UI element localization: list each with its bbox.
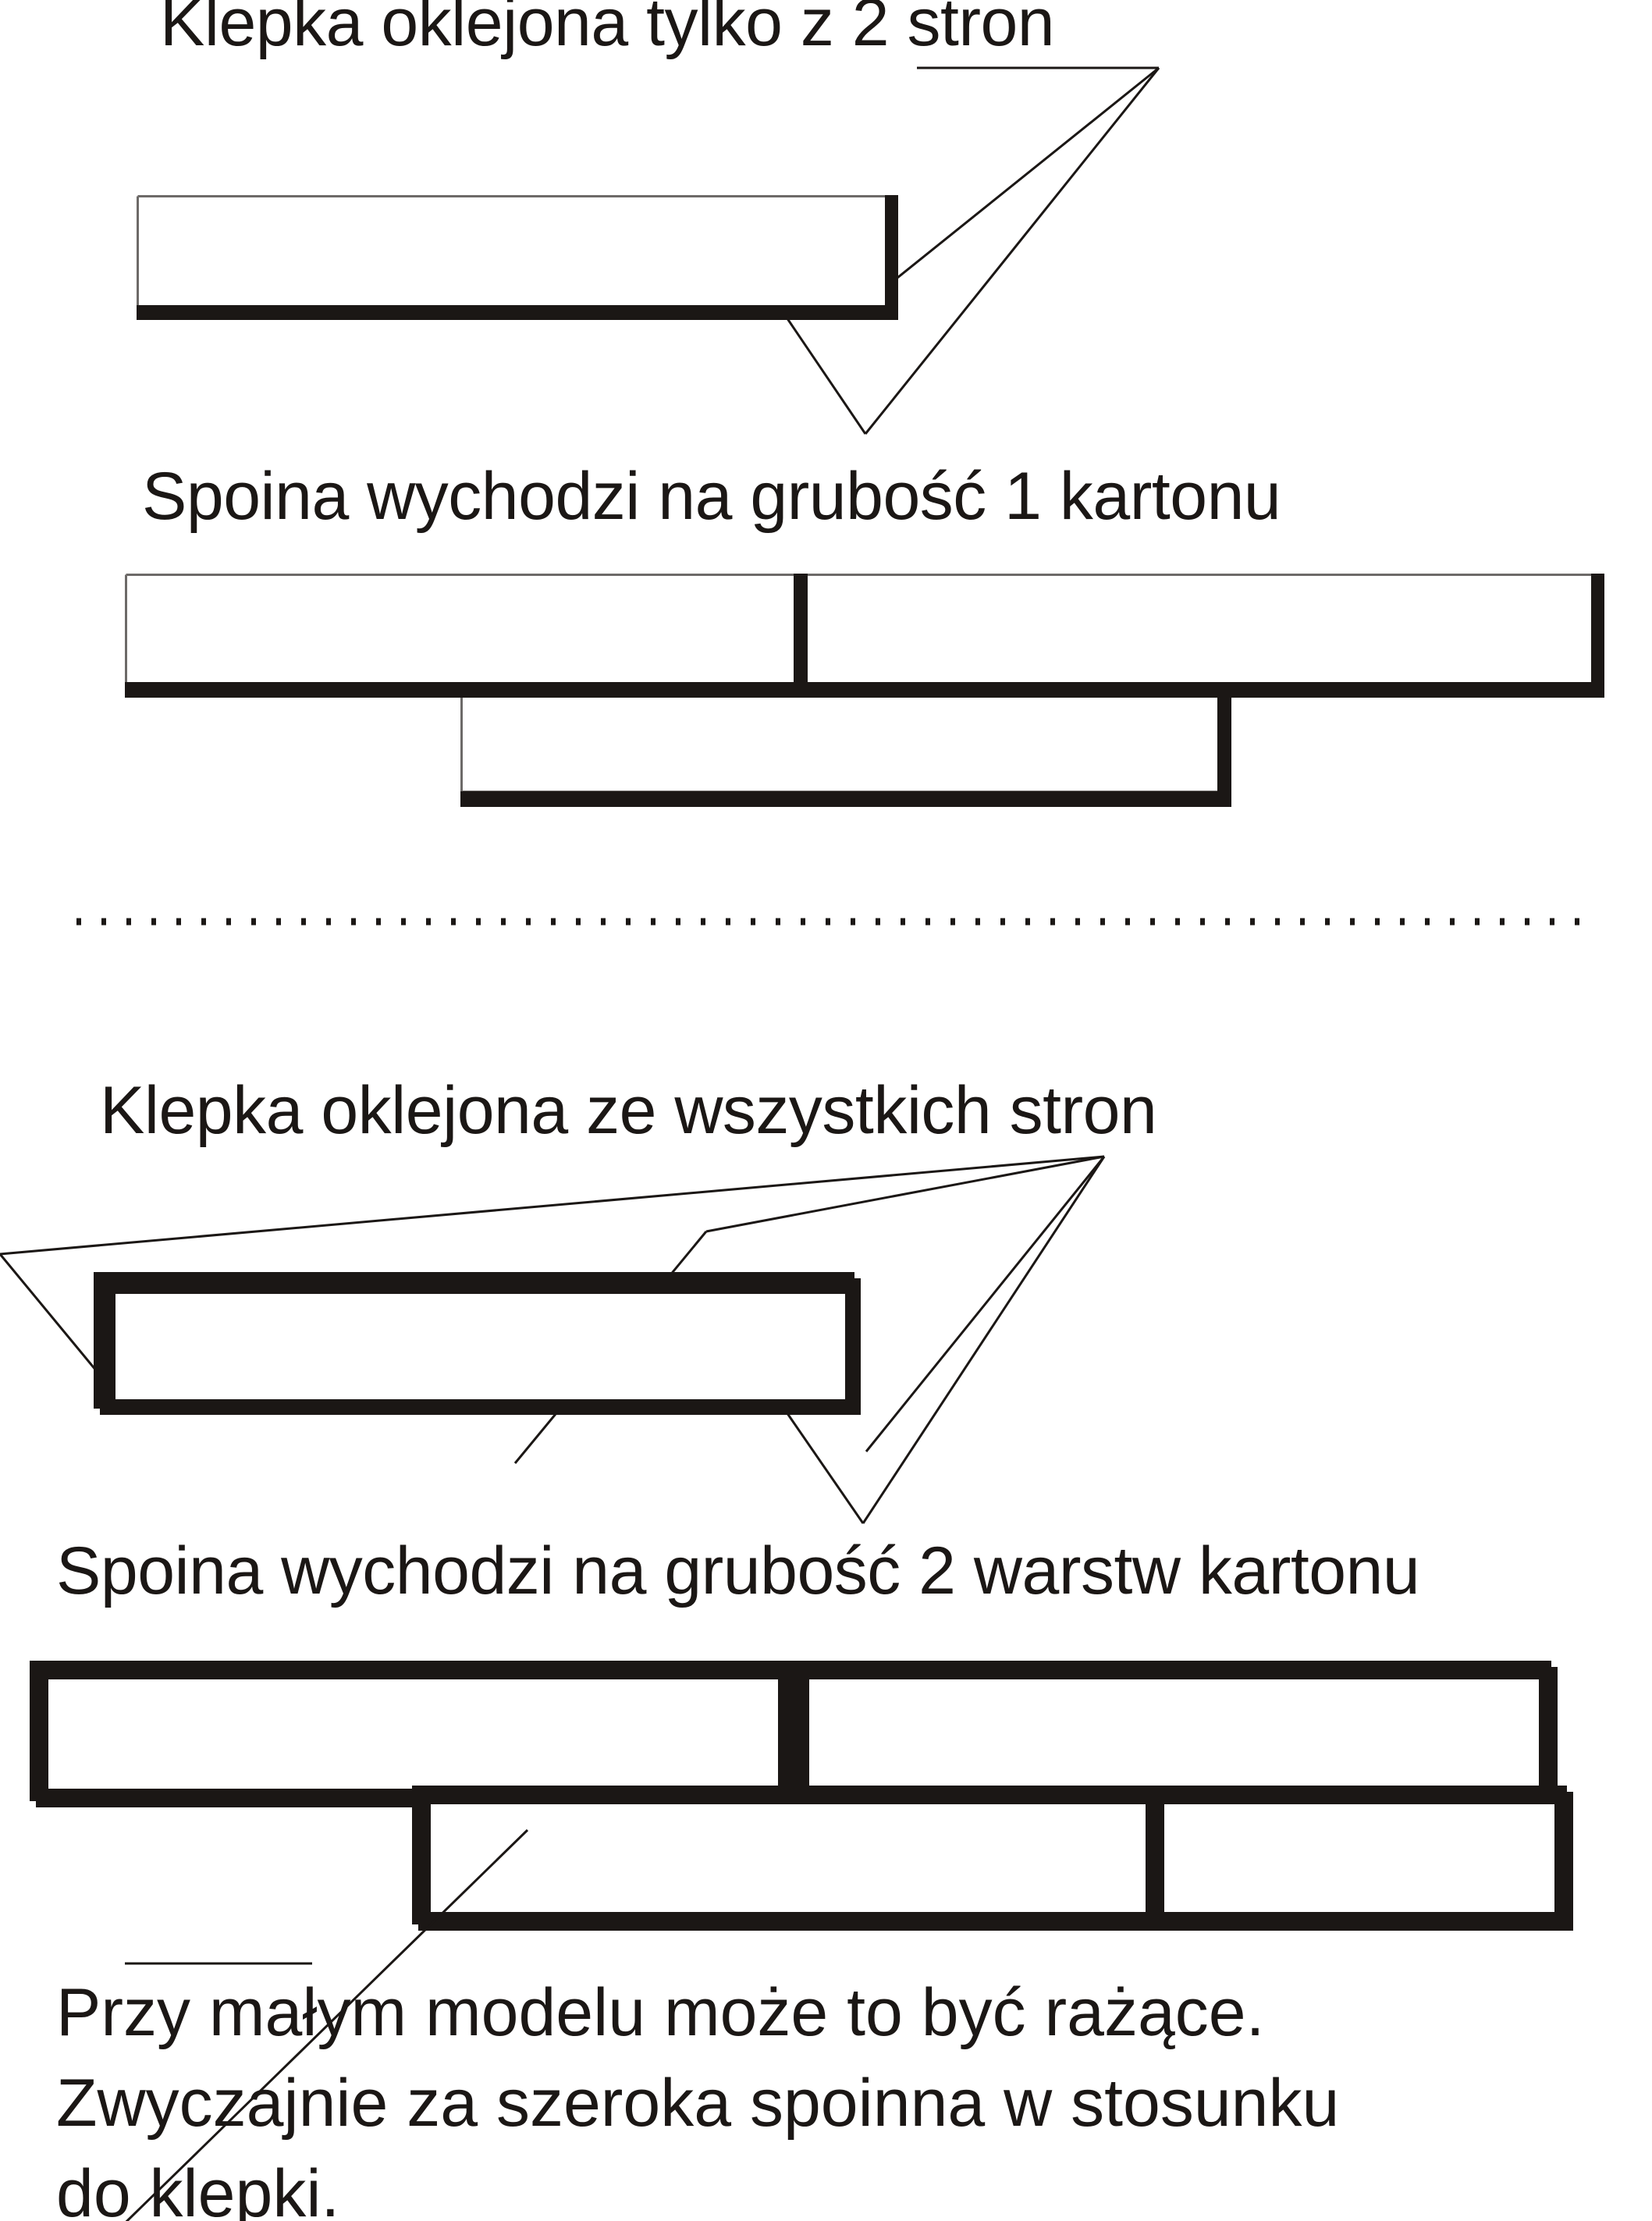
leader-line-to-bottom-edge bbox=[779, 307, 867, 435]
leader-group-two-sides bbox=[779, 66, 1160, 435]
joint2-bottom-left-fill bbox=[431, 1804, 1160, 1912]
leader-line-to-lower-apex bbox=[862, 1156, 1106, 1524]
joint2-top-right-fill bbox=[809, 1679, 1539, 1789]
plank-body-fill bbox=[137, 195, 896, 306]
heading-klepka-wszystkie-strony: Klepka oklejona ze wszystkich stron bbox=[100, 1073, 1156, 1148]
joint2-top-left-fill bbox=[48, 1679, 778, 1789]
joint1-top-right-glued-right bbox=[1591, 574, 1604, 697]
diagram-joint-one-layer bbox=[125, 574, 1604, 807]
plank-glued-edge-right bbox=[885, 195, 898, 320]
leader-line-to-right-edge bbox=[873, 66, 1160, 298]
joint1-top-left-thin-edges bbox=[125, 574, 794, 684]
diagram-joint-two-layers bbox=[30, 1661, 1573, 2221]
leader-line-to-left-edge-a bbox=[0, 1155, 1105, 1256]
leader-line-to-note bbox=[125, 1828, 529, 2221]
heading-klepka-2-stron: Klepka oklejona tylko z 2 stron bbox=[160, 0, 1054, 60]
joint1-bottom-fill bbox=[460, 698, 1217, 793]
joint1-bottom-glued-bottom bbox=[460, 791, 1231, 807]
joint2-bottom-right-fill bbox=[1164, 1804, 1554, 1912]
note-line-1: Przy małym modelu może to być rażące. bbox=[56, 1975, 1265, 2050]
leader-line-to-apex bbox=[864, 67, 1160, 435]
leader-line-to-right-edge-2 bbox=[865, 1156, 1106, 1452]
joint1-top-row-glued-bottom bbox=[125, 682, 1604, 698]
joint1-top-left-fill bbox=[125, 574, 794, 683]
note-line-3: do klepki. bbox=[56, 2156, 339, 2221]
note-line-2: Zwyczajnie za szeroka spoinna w stosunku bbox=[56, 2066, 1339, 2141]
joint1-bottom-glued-right bbox=[1217, 684, 1231, 807]
leader-apex-connector bbox=[705, 1155, 1105, 1233]
plank-glued-edge-bottom bbox=[137, 305, 898, 320]
plank-all-sides-inner-fill bbox=[115, 1294, 845, 1399]
heading-spoina-2-warstwy: Spoina wychodzi na grubość 2 warstw kart… bbox=[56, 1533, 1419, 1608]
plank-single-all-sides bbox=[94, 1272, 861, 1415]
plank-single-two-sides bbox=[137, 195, 898, 320]
leader-line-to-left-edge-b bbox=[0, 1253, 101, 1376]
joint1-top-right-fill bbox=[808, 574, 1604, 683]
heading-spoina-1-karton: Spoina wychodzi na grubość 1 kartonu bbox=[142, 459, 1281, 534]
joint1-vertical-seam bbox=[794, 574, 808, 697]
plank-thin-edges bbox=[137, 195, 885, 306]
